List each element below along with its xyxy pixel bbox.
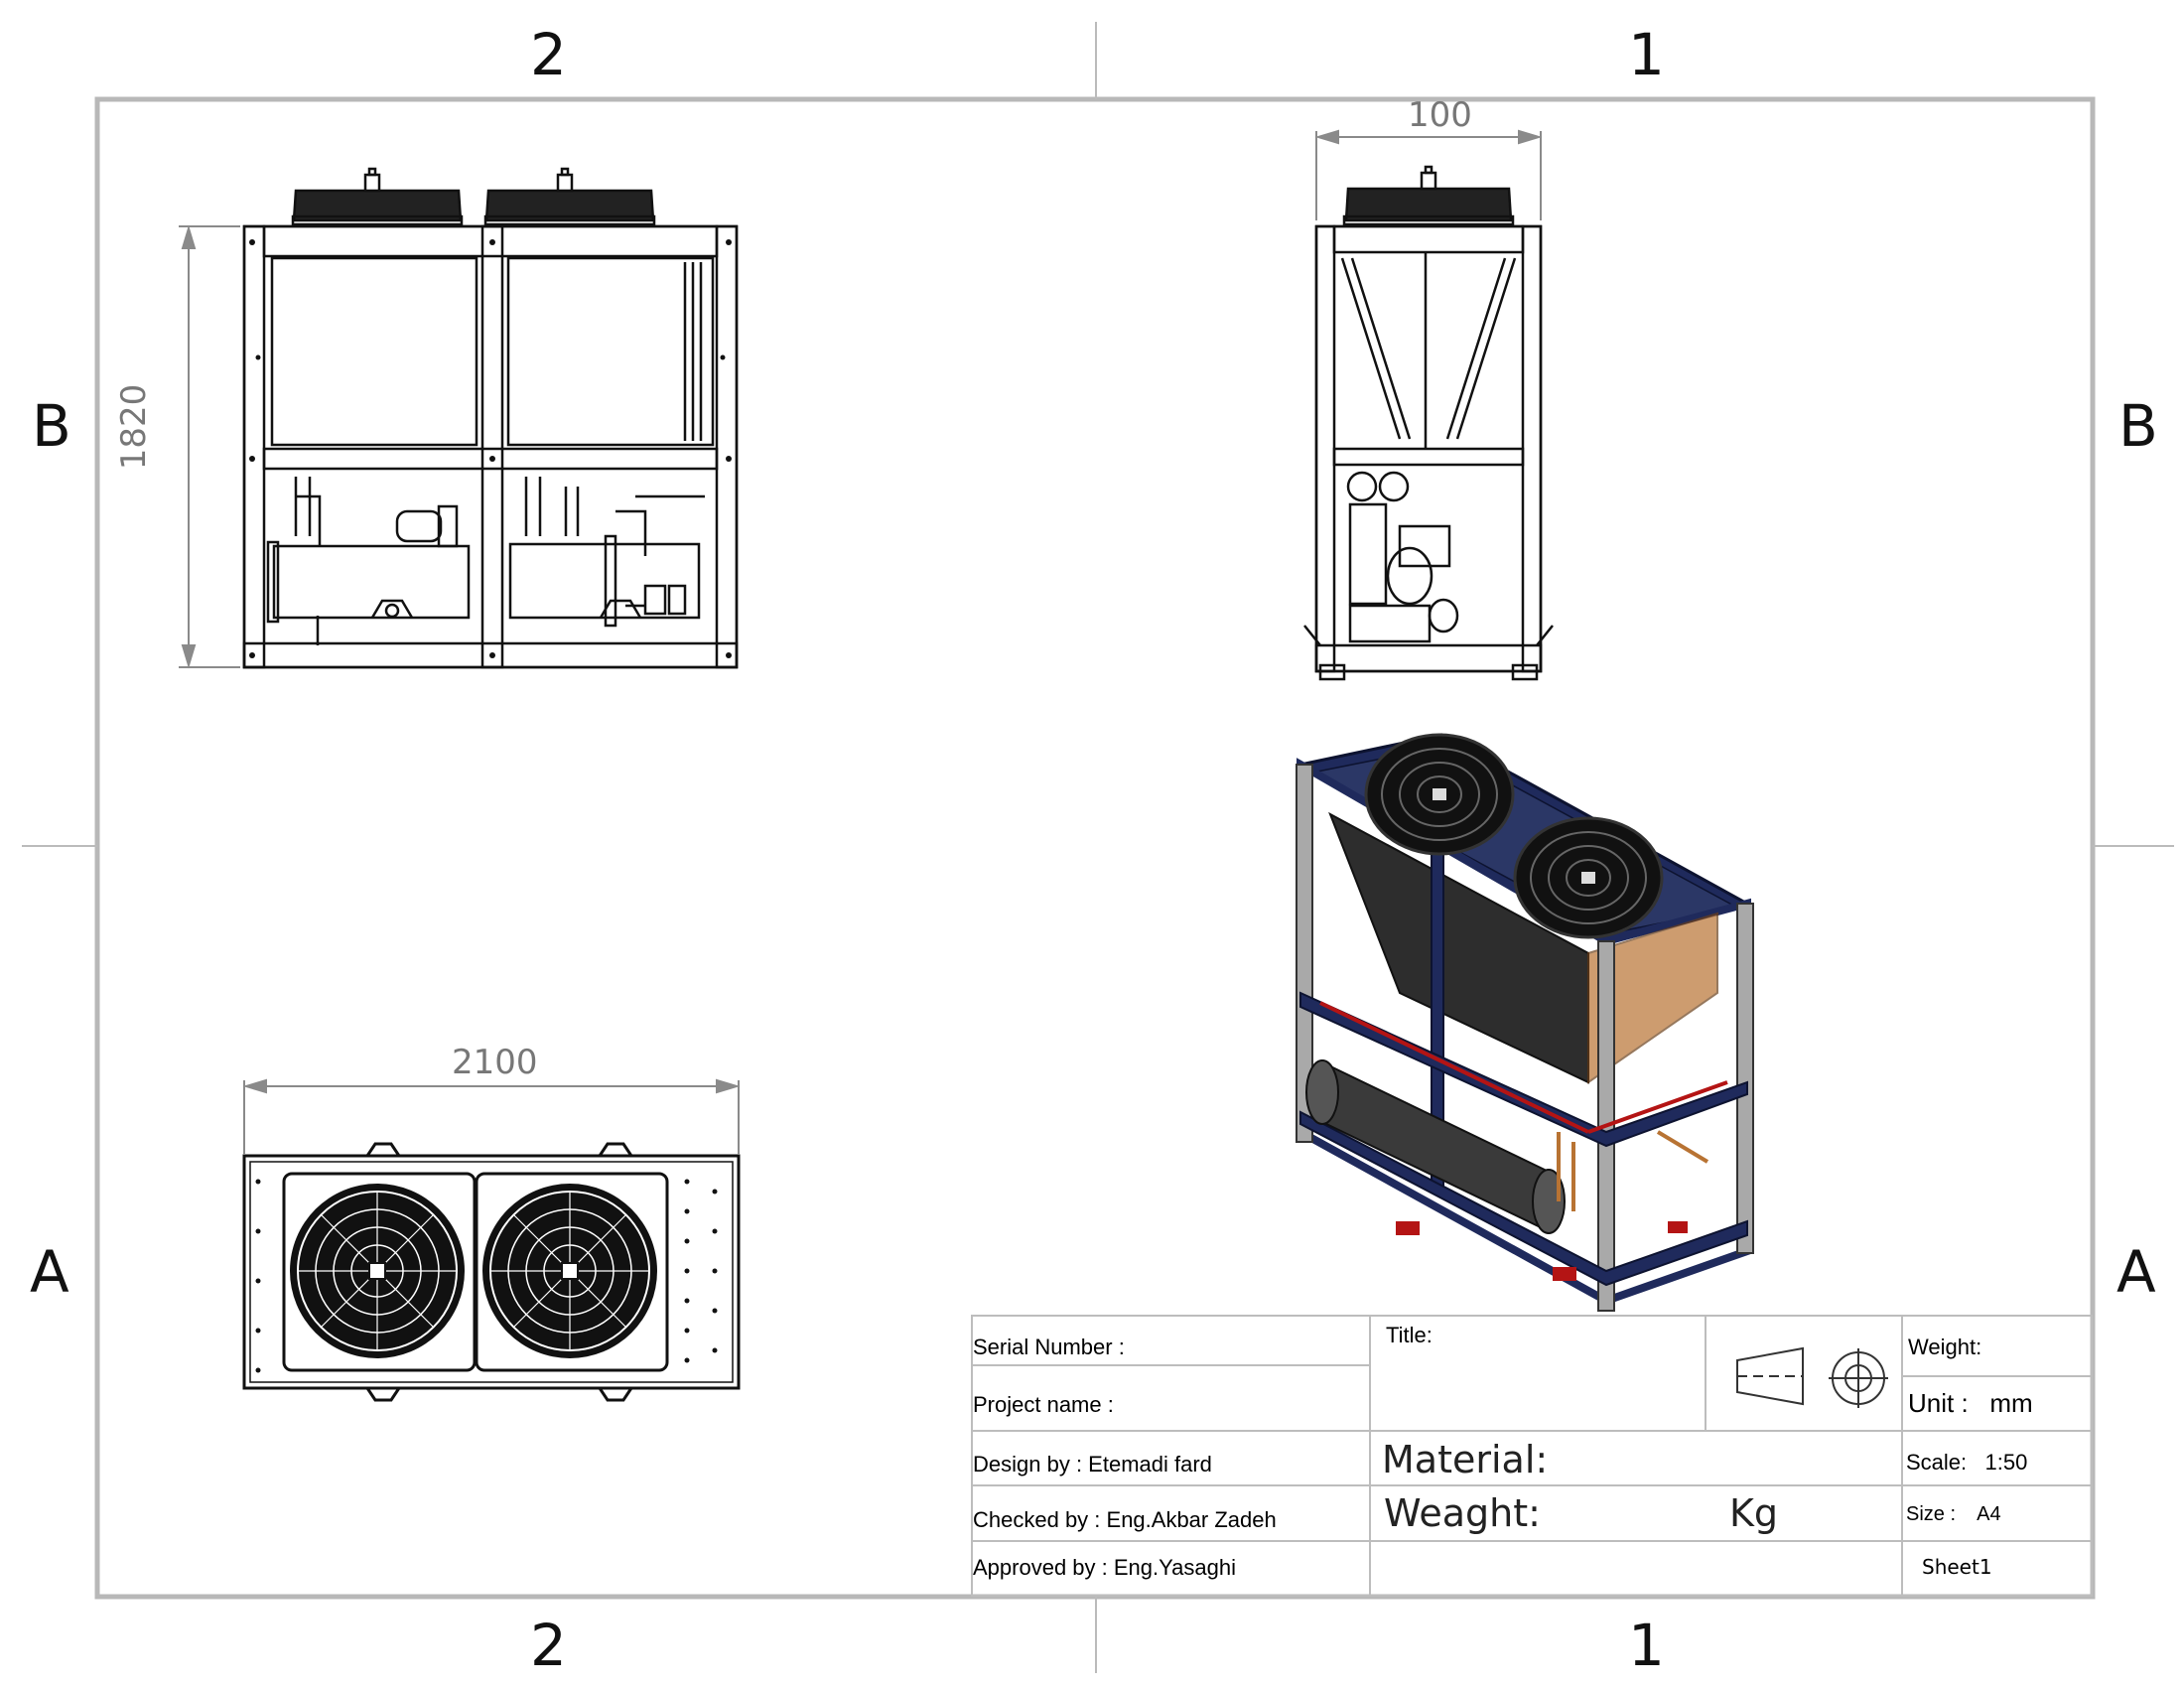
- zone-marker-bottom-1: 1: [1628, 1612, 1665, 1679]
- approved-by-label: Approved by : Eng.Yasaghi: [973, 1555, 1236, 1580]
- title-block-grid: [971, 1315, 2093, 1597]
- checked-by-label: Checked by : Eng.Akbar Zadeh: [973, 1507, 1277, 1532]
- dimension-side-width-label: 100: [1408, 95, 1472, 135]
- size-label: Size : A4: [1906, 1503, 2001, 1525]
- zone-marker-left-b: B: [32, 392, 71, 460]
- zone-marker-right-a: A: [2116, 1238, 2156, 1306]
- isometric-view: [1296, 733, 1754, 1312]
- dimension-height-label: 1820: [114, 383, 154, 471]
- zone-marker-left-a: A: [30, 1238, 69, 1306]
- iso-fan-right: [1513, 816, 1664, 939]
- side-view: [1303, 129, 1554, 681]
- top-fan-right: [482, 1184, 657, 1358]
- scale-label: Scale: 1:50: [1906, 1450, 2028, 1475]
- iso-fan-left: [1364, 733, 1515, 856]
- dimension-top-width-label: 2100: [452, 1043, 538, 1082]
- serial-number-label: Serial Number :: [973, 1335, 1125, 1359]
- crosshair-target-icon: [1829, 1348, 1888, 1408]
- design-by-label: Design by : Etemadi fard: [973, 1452, 1212, 1477]
- front-view: [179, 167, 739, 669]
- material-label: Material:: [1382, 1438, 1549, 1481]
- weight-label: Weight:: [1908, 1335, 1982, 1359]
- top-view: [242, 1078, 741, 1402]
- zone-marker-top-1: 1: [1628, 21, 1665, 88]
- projection-symbol-icon: [1736, 1346, 1804, 1406]
- weaght-unit-label: Kg: [1729, 1491, 1779, 1535]
- top-fan-left: [290, 1184, 465, 1358]
- project-name-label: Project name :: [973, 1392, 1114, 1417]
- zone-marker-right-b: B: [2118, 392, 2158, 460]
- title-label: Title:: [1386, 1323, 1433, 1347]
- zone-marker-bottom-2: 2: [530, 1612, 567, 1679]
- unit-label: Unit : mm: [1908, 1388, 2033, 1418]
- zone-marker-top-2: 2: [530, 21, 567, 88]
- weaght-label: Weaght:: [1384, 1491, 1541, 1535]
- sheet-label: Sheet1: [1922, 1555, 1992, 1579]
